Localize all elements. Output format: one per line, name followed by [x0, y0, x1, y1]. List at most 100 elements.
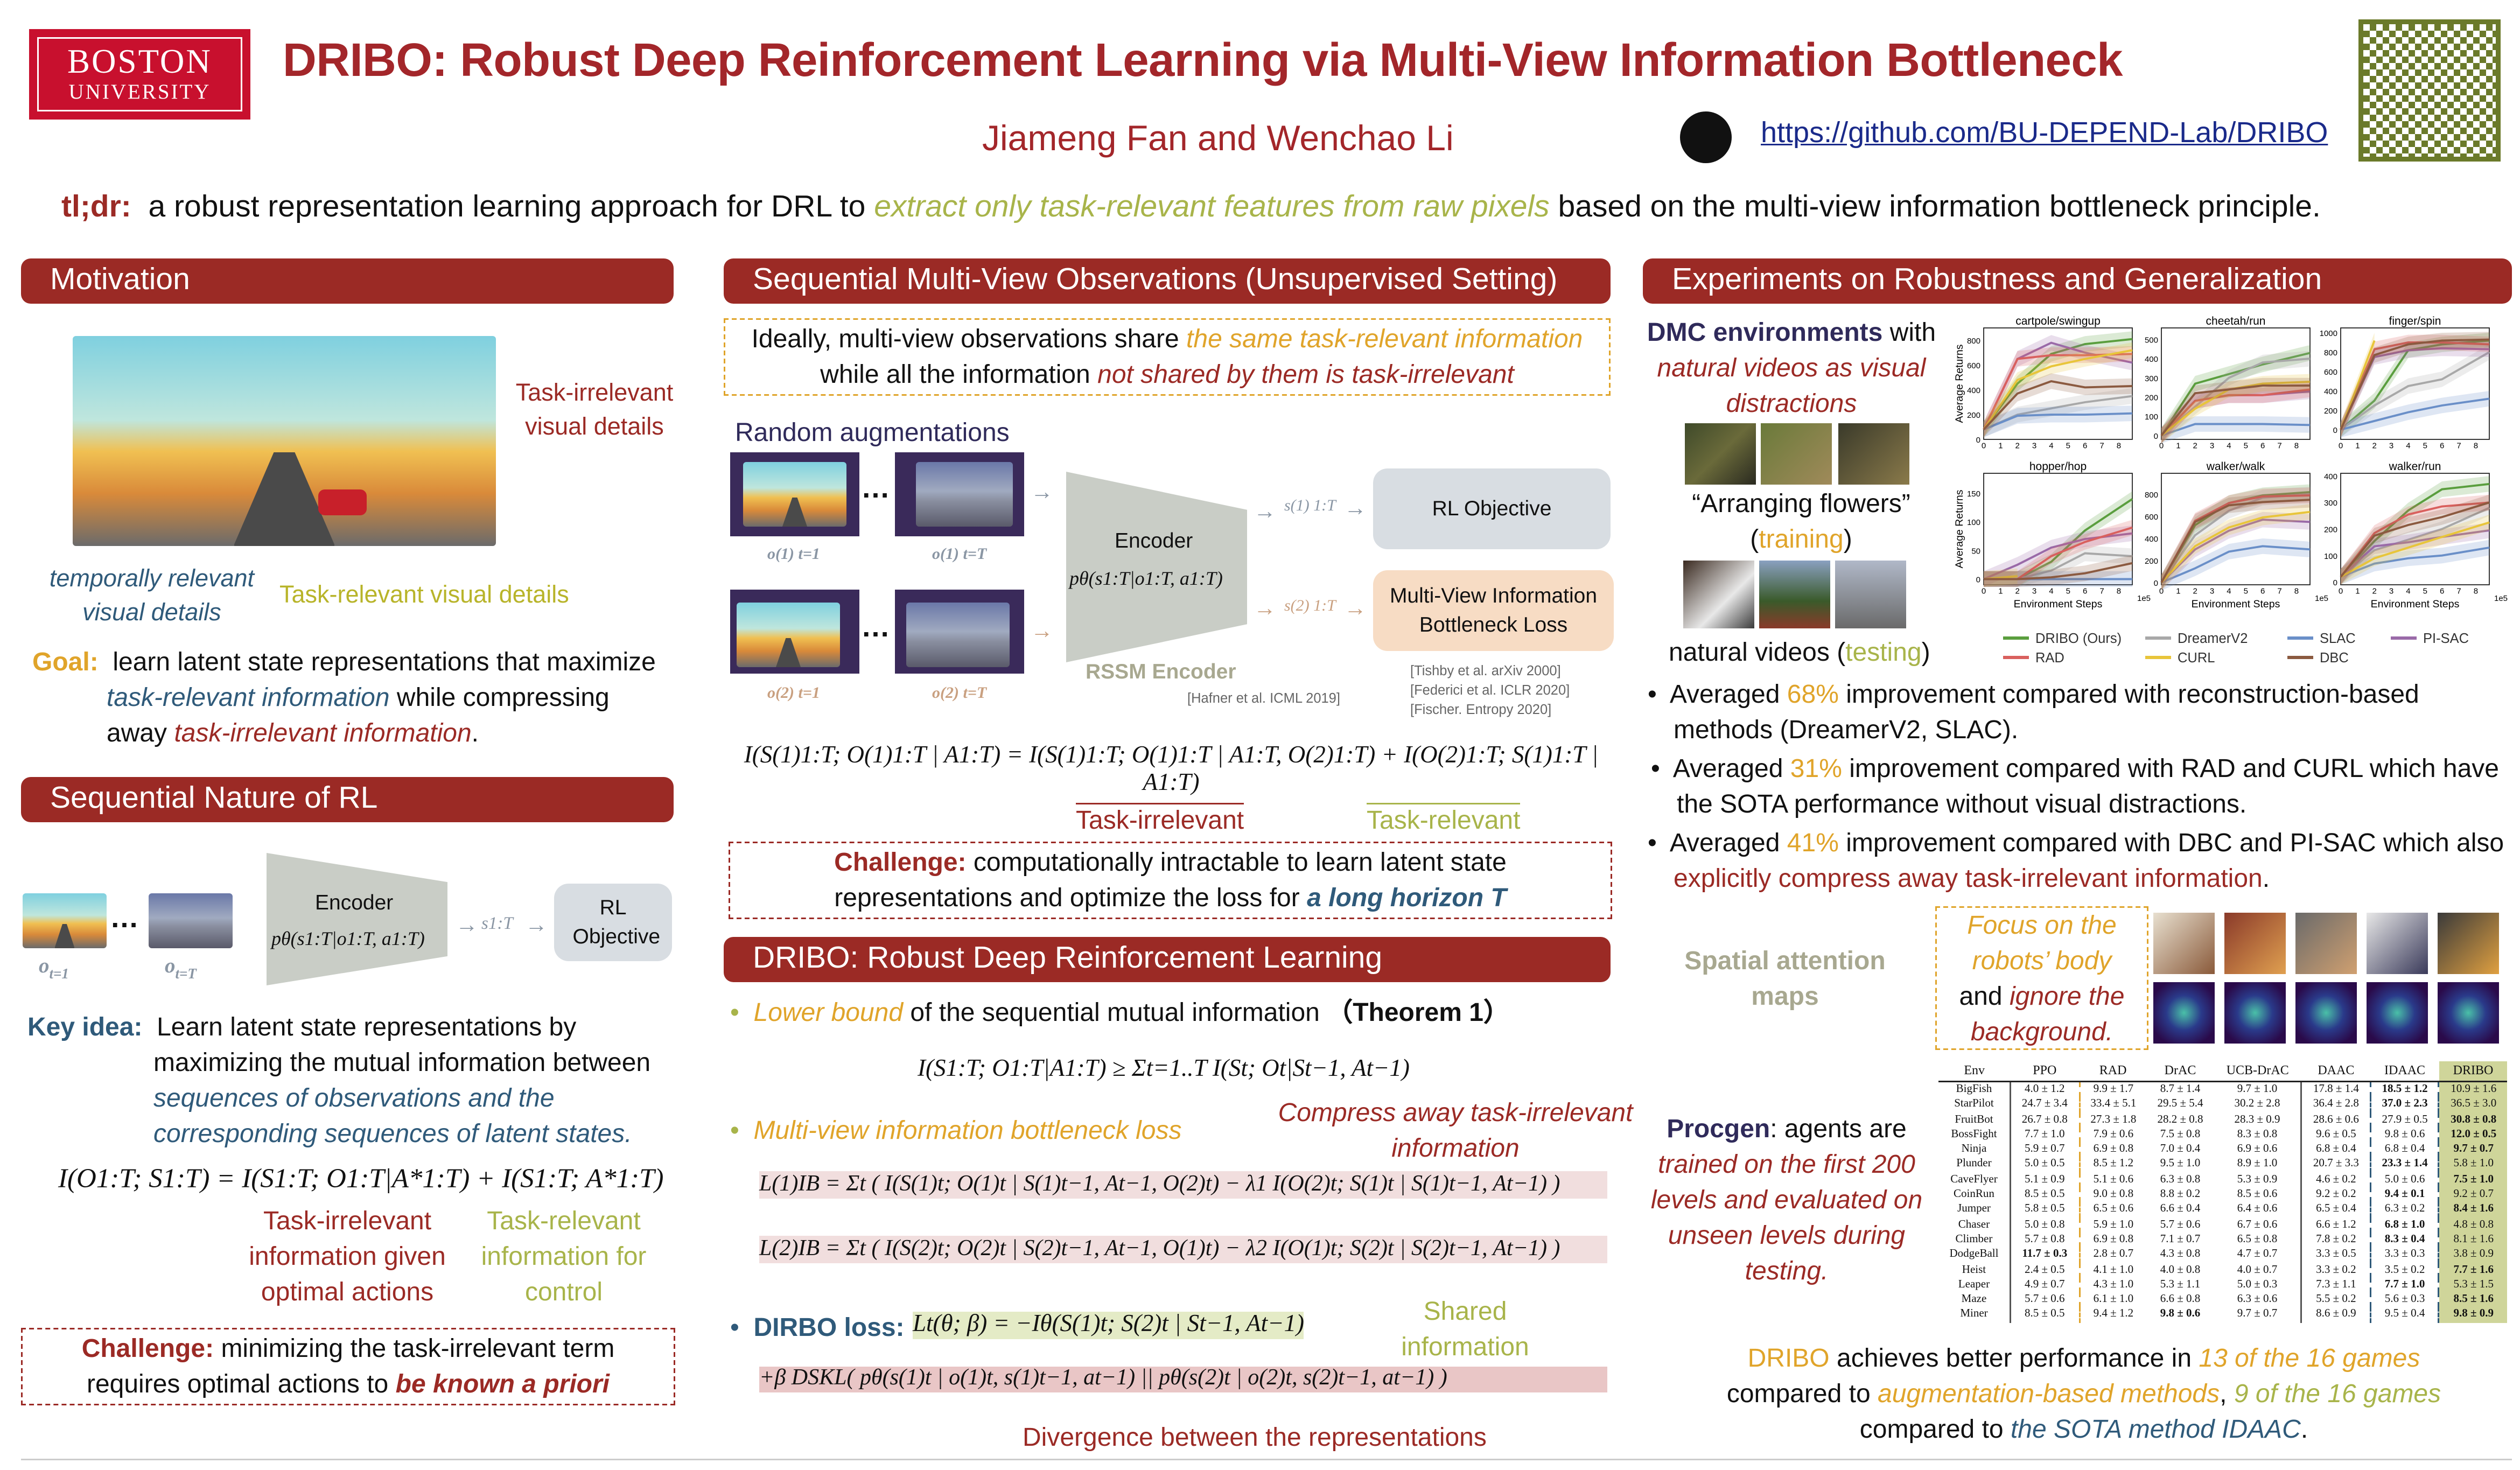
x-tick-label: 3 — [2389, 442, 2393, 451]
bullet-lower-bound: • Lower bound of the sequential mutual i… — [730, 1000, 1509, 1027]
loss-view1: L(1)IB = Σt ( I(S(1)t; O(1)t | S(1)t−1, … — [759, 1171, 1607, 1199]
x-tick-label: 3 — [2032, 587, 2036, 596]
section-header-dribo: DRIBO: Robust Deep Reinforcement Learnin… — [724, 937, 1611, 982]
tldr-label: tl;dr: — [61, 191, 131, 225]
y-tick-label: 0 — [1976, 575, 1980, 584]
table-cell: 6.4 ± 0.6 — [2213, 1202, 2302, 1218]
table-cell: Ninja — [1961, 1142, 1987, 1156]
table-cell: 4.0 ± 0.8 — [2160, 1262, 2201, 1276]
table-cell: 11.7 ± 0.3 — [2009, 1247, 2080, 1263]
column-header: RAD — [2079, 1061, 2147, 1082]
x-tick-label: 6 — [2083, 587, 2087, 596]
table-cell: 3.3 ± 0.2 — [2300, 1262, 2371, 1278]
random-augmentations-label: Random augmentations — [735, 420, 1010, 447]
table-cell: 8.3 ± 0.4 — [2369, 1232, 2440, 1248]
table-cell: 36.5 ± 3.0 — [2439, 1097, 2507, 1112]
x-tick-label: 0 — [1982, 587, 1986, 596]
table-cell: 6.6 ± 0.8 — [2160, 1292, 2201, 1306]
obs-label: o(2) t=1 — [767, 685, 820, 703]
tldr-pre: a robust representation learning approac… — [148, 191, 866, 225]
desert-road-image — [73, 336, 496, 546]
bullet-item: • Averaged 31% improvement compared with… — [1651, 756, 2499, 819]
x-tick-label: 6 — [2083, 442, 2087, 451]
table-cell: 6.1 ± 1.0 — [2078, 1292, 2147, 1308]
y-axis-label: Average Returns — [1954, 344, 1965, 423]
x-tick-label: 6 — [2440, 442, 2444, 451]
x-tick-label: 7 — [2277, 442, 2281, 451]
table-cell: 4.3 ± 0.8 — [2160, 1247, 2201, 1261]
view2-obs-tT — [895, 590, 1024, 674]
legend-label: DRIBO (Ours) — [2035, 630, 2122, 646]
x-axis-label: Environment Steps — [2014, 598, 2103, 610]
column-header: Env — [1938, 1061, 2011, 1082]
table-cell: 5.0 ± 0.5 — [2009, 1157, 2080, 1173]
state-view1: s(1) 1:T — [1284, 498, 1336, 515]
x-tick-label: 8 — [2294, 587, 2299, 596]
challenge-box-left: Challenge: minimizing the task-irrelevan… — [21, 1328, 675, 1405]
column-header: UCB-DrAC — [2213, 1061, 2302, 1082]
table-cell: 8.6 ± 0.9 — [2300, 1307, 2371, 1323]
view2-obs-t1 — [730, 590, 859, 674]
bullet-item: • Averaged 41% improvement compared with… — [1648, 830, 2504, 893]
table-cell: BossFight — [1951, 1127, 1997, 1140]
x-tick-label: 4 — [2406, 587, 2410, 596]
arrow: → — [1031, 617, 1053, 643]
page-title: DRIBO: Robust Deep Reinforcement Learnin… — [283, 36, 2123, 87]
state-view2: s(2) 1:T — [1284, 598, 1336, 615]
table-cell: Climber — [1955, 1232, 1993, 1245]
summary-text: DRIBO achieves better performance in 13 … — [1726, 1346, 2441, 1444]
x-tick-label: 2 — [2372, 587, 2377, 596]
bullet-mib-loss: • Multi-view information bottleneck loss — [730, 1118, 1182, 1145]
table-cell: 24.7 ± 3.4 — [2009, 1097, 2080, 1112]
legend-label: DreamerV2 — [2178, 630, 2248, 646]
y-tick-label: 200 — [1967, 411, 1980, 420]
table-cell: 9.8 ± 0.9 — [2439, 1307, 2507, 1323]
legend-swatch — [2287, 656, 2313, 659]
table-cell: 9.2 ± 0.7 — [2439, 1187, 2507, 1203]
y-tick-label: 100 — [2324, 552, 2337, 561]
y-tick-label: 200 — [2324, 526, 2337, 535]
y-tick-label: 1000 — [2320, 329, 2337, 338]
table-cell: Maze — [1961, 1292, 1987, 1306]
table-cell: 8.8 ± 0.2 — [2160, 1187, 2201, 1201]
label-task-relevant: Task-relevant visual details — [279, 582, 569, 609]
y-tick-label: 400 — [2324, 472, 2337, 481]
x-tick-label: 7 — [2456, 442, 2461, 451]
y-tick-label: 200 — [2145, 393, 2158, 402]
encoder-formula: pθ(s1:T|o1:T, a1:T) — [271, 927, 425, 950]
table-cell: 5.3 ± 1.1 — [2160, 1277, 2201, 1291]
table-cell: 6.5 ± 0.8 — [2213, 1232, 2302, 1248]
divergence-label: Divergence between the representations — [1023, 1425, 1487, 1452]
x-axis-label: Environment Steps — [2192, 598, 2280, 610]
rl-objective-box: RL Objective — [1373, 468, 1611, 549]
table-cell: 5.7 ± 0.6 — [2160, 1217, 2201, 1231]
table-cell: 7.8 ± 0.2 — [2300, 1232, 2371, 1248]
x-tick-label: 6 — [2440, 587, 2444, 596]
x-tick-label: 3 — [2210, 587, 2214, 596]
table-cell: 2.4 ± 0.5 — [2009, 1262, 2080, 1278]
series-line-dbc — [2340, 501, 2490, 578]
training-video-thumb — [1685, 423, 1756, 485]
y-tick-label: 400 — [2145, 535, 2158, 544]
legend-swatch — [2287, 636, 2313, 640]
legend-item: DBC — [2287, 649, 2349, 666]
y-tick-label: 200 — [2145, 557, 2158, 566]
x-tick-label: 1 — [1998, 442, 2003, 451]
table-cell: 9.8 ± 0.6 — [2369, 1127, 2440, 1143]
attention-map — [2367, 982, 2428, 1044]
table-cell: Leaper — [1958, 1277, 1990, 1291]
table-cell: 33.4 ± 5.1 — [2078, 1097, 2147, 1112]
table-cell: 8.9 ± 1.0 — [2213, 1157, 2302, 1173]
y-tick-label: 0 — [2154, 579, 2158, 588]
series-band-curl — [2341, 514, 2489, 585]
github-link[interactable]: https://github.com/BU-DEPEND-Lab/DRIBO — [1761, 116, 2328, 149]
table-cell: 6.6 ± 0.4 — [2160, 1202, 2201, 1216]
x-tick-label: 8 — [2294, 442, 2299, 451]
